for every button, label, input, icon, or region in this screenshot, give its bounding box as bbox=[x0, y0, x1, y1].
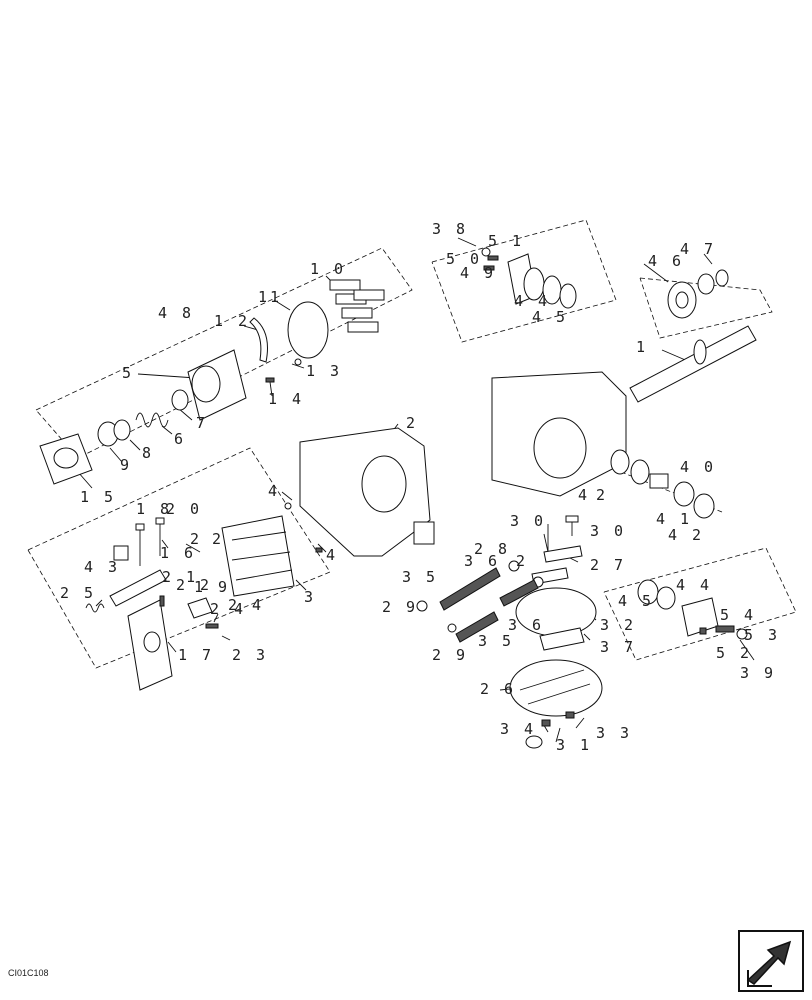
label-16: 1 6 bbox=[160, 544, 196, 562]
label-27: 2 7 bbox=[590, 556, 626, 574]
label-28: 2 8 bbox=[474, 540, 510, 558]
label-5: 5 bbox=[122, 364, 134, 382]
label-2a: 2 bbox=[406, 414, 418, 432]
label-3: 3 bbox=[304, 588, 316, 606]
label-20: 2 0 bbox=[166, 500, 202, 518]
label-47: 4 7 bbox=[680, 240, 716, 258]
label-33: 3 3 bbox=[596, 724, 632, 742]
label-34: 3 4 bbox=[500, 720, 536, 738]
label-42: 4 2 bbox=[668, 526, 704, 544]
label-40: 4 0 bbox=[680, 458, 716, 476]
label-2e: 2 bbox=[596, 486, 608, 504]
label-51: 5 1 bbox=[488, 232, 524, 250]
label-15: 1 5 bbox=[80, 488, 116, 506]
label-24a: 2 4 bbox=[228, 596, 264, 614]
label-2b: 2 bbox=[190, 530, 202, 548]
label-30a: 3 0 bbox=[510, 512, 546, 530]
label-29b: 2 9 bbox=[432, 646, 468, 664]
label-39: 3 9 bbox=[740, 664, 776, 682]
parts bbox=[39, 247, 757, 749]
label-10: 1 0 bbox=[310, 260, 346, 278]
label-2c: 2 bbox=[212, 530, 224, 548]
label-52: 5 2 bbox=[716, 644, 752, 662]
label-13: 1 3 bbox=[306, 362, 342, 380]
label-36b: 3 6 bbox=[508, 616, 544, 634]
label-36a: 3 6 bbox=[464, 552, 500, 570]
label-43: 4 3 bbox=[84, 558, 120, 576]
label-25: 2 5 bbox=[60, 584, 96, 602]
label-2d: 2 bbox=[516, 552, 528, 570]
label-4a: 4 bbox=[268, 482, 280, 500]
label-30b: 3 0 bbox=[590, 522, 626, 540]
label-1: 1 bbox=[636, 338, 648, 356]
label-14: 1 4 bbox=[268, 390, 304, 408]
label-45b: 4 5 bbox=[618, 592, 654, 610]
label-11: 11 bbox=[258, 288, 282, 306]
label-44b: 4 4 bbox=[676, 576, 712, 594]
label-54: 5 4 bbox=[720, 606, 756, 624]
label-35b: 3 5 bbox=[478, 632, 514, 650]
label-24b: 2 4 bbox=[210, 600, 246, 618]
part-labels: 3 8 5 1 5 0 4 9 4 4 4 5 4 6 4 7 1 1 0 11… bbox=[60, 220, 780, 754]
label-53: 5 3 bbox=[744, 626, 780, 644]
label-38: 3 8 bbox=[432, 220, 468, 238]
label-32: 3 2 bbox=[600, 616, 636, 634]
label-19: 1 9 bbox=[194, 578, 230, 596]
label-18: 1 8 bbox=[136, 500, 172, 518]
label-46: 4 6 bbox=[648, 252, 684, 270]
label-41: 4 1 bbox=[656, 510, 692, 528]
label-9: 9 bbox=[120, 456, 132, 474]
label-8: 8 bbox=[142, 444, 154, 462]
label-4c: 4 bbox=[578, 486, 590, 504]
label-6: 6 bbox=[174, 430, 186, 448]
label-37: 3 7 bbox=[600, 638, 636, 656]
label-29a: 2 9 bbox=[382, 598, 418, 616]
label-21: 2 1 bbox=[162, 568, 198, 586]
label-4b: 4 bbox=[326, 546, 338, 564]
label-31: 3 1 bbox=[556, 736, 592, 754]
next-page-arrow-icon[interactable] bbox=[738, 930, 804, 992]
label-23: 2 3 bbox=[232, 646, 268, 664]
label-17: 1 7 bbox=[178, 646, 214, 664]
label-22: 2 2 bbox=[176, 576, 212, 594]
label-7: 7 bbox=[196, 414, 208, 432]
label-12: 1 2 bbox=[214, 312, 250, 330]
label-45a: 4 5 bbox=[532, 308, 568, 326]
figure-code: CI01C108 bbox=[8, 968, 49, 978]
label-26: 2 6 bbox=[480, 680, 516, 698]
label-35a: 3 5 bbox=[402, 568, 438, 586]
label-44a: 4 4 bbox=[514, 292, 550, 310]
label-50: 5 0 bbox=[446, 250, 482, 268]
label-49: 4 9 bbox=[460, 264, 496, 282]
label-48: 4 8 bbox=[158, 304, 194, 322]
